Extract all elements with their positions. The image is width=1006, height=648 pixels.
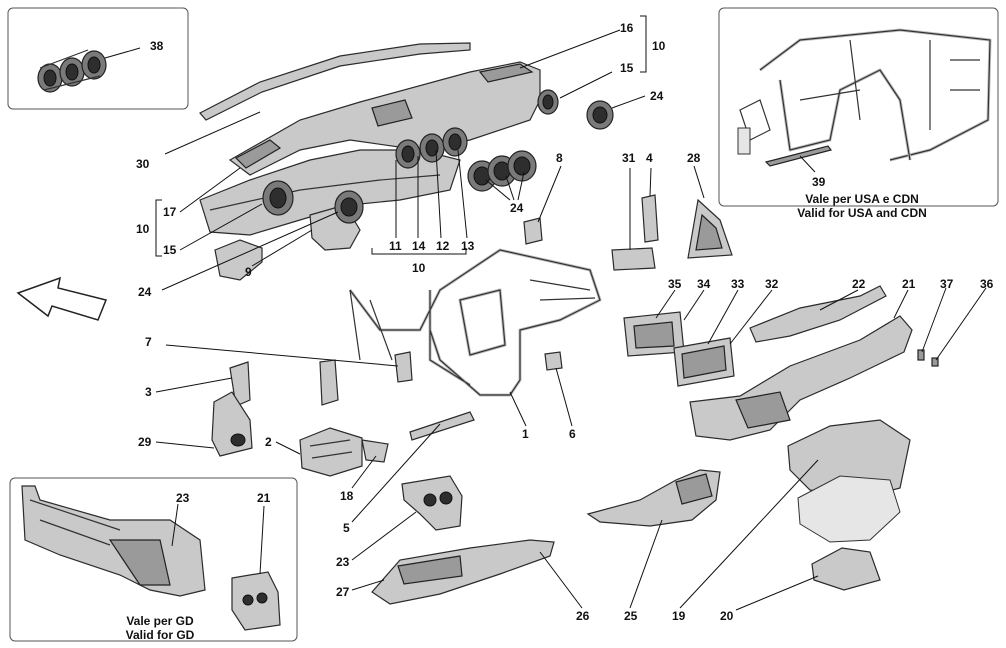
callout-34: 34 [697,277,711,291]
callout-9: 9 [245,265,252,279]
callout-15-left: 15 [163,243,177,257]
leader-lines [155,15,987,611]
dash-top-pad [199,42,541,176]
trim-22 [749,285,887,343]
modules-33-35 [623,311,735,387]
callout-5: 5 [343,521,350,535]
clips-36-37 [917,349,939,367]
callout-13: 13 [461,239,475,253]
callout-14: 14 [412,239,426,253]
callout-23-gd: 23 [176,491,190,505]
gd-caption-line2: Valid for GD [125,628,195,642]
callout-33: 33 [731,277,745,291]
callout-2: 2 [265,435,272,449]
callout-16: 16 [620,21,634,35]
callout-8: 8 [556,151,563,165]
callout-22: 22 [852,277,866,291]
callout-36: 36 [980,277,994,291]
callout-1: 1 [522,427,529,441]
callout-39: 39 [812,175,826,189]
direction-arrow-icon [16,276,108,321]
usa-caption-line2: Valid for USA and CDN [797,206,927,220]
callout-38: 38 [150,39,164,53]
bracket-2 [299,427,363,477]
dash-vents [262,89,614,224]
lower-dash-21 [689,315,913,441]
small-brackets [229,194,659,463]
callout-24-left: 24 [138,285,152,299]
callout-6: 6 [569,427,576,441]
callout-32: 32 [765,277,779,291]
callout-15-top: 15 [620,61,634,75]
callout-29: 29 [138,435,152,449]
callout-10-left: 10 [136,222,150,236]
callout-24-top: 24 [650,89,664,103]
callout-27: 27 [336,585,350,599]
gd-dash-drawing [21,485,281,631]
callout-7: 7 [145,335,152,349]
callout-31: 31 [622,151,636,165]
callout-20: 20 [720,609,734,623]
callout-26: 26 [576,609,590,623]
callout-21-main: 21 [902,277,916,291]
usa-caption-line1: Vale per USA e CDN [805,192,919,206]
trim-25 [586,469,721,527]
trim-29 [211,391,253,457]
trim-28 [687,198,733,259]
callout-21-gd: 21 [257,491,271,505]
glovebox-26-27 [371,539,555,605]
callout-11: 11 [389,239,402,253]
callout-24-mid: 24 [510,201,524,215]
callout-18: 18 [340,489,354,503]
callout-25: 25 [624,609,638,623]
callout-37: 37 [940,277,954,291]
usa-frame-drawing [737,28,992,167]
main-frame [319,248,602,406]
callout-4: 4 [646,151,653,165]
callout-17: 17 [163,205,177,219]
callout-30: 30 [136,157,150,171]
callout-3: 3 [145,385,152,399]
knee-pad-19-20 [787,419,911,591]
callout-10-top: 10 [652,39,666,53]
callout-23-main: 23 [336,555,350,569]
vent-group-38 [37,49,107,93]
callout-19: 19 [672,609,686,623]
console-23 [401,475,463,531]
callout-35: 35 [668,277,682,291]
gd-caption-line1: Vale per GD [126,614,194,628]
callout-10-bottom: 10 [412,261,426,275]
callout-28: 28 [687,151,701,165]
callout-12: 12 [436,239,450,253]
